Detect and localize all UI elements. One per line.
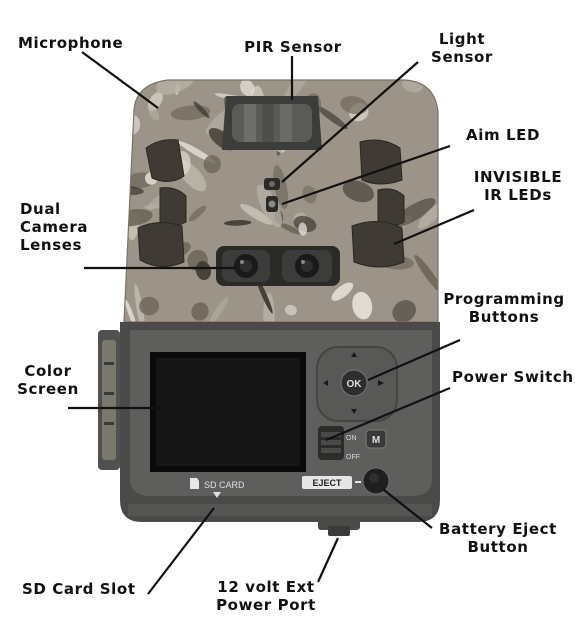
color-screen: [150, 352, 306, 472]
camo-pattern-blob: [273, 165, 289, 210]
down-triangle-icon: [213, 492, 221, 498]
sd-card-text: SD CARD: [204, 480, 245, 490]
down-arrow-icon[interactable]: [351, 409, 357, 414]
label-aim-led: Aim LED: [466, 126, 541, 144]
sd-card-label-area: SD CARD: [190, 478, 245, 498]
camo-pattern-blob: [195, 261, 212, 281]
leader-light-sensor: [281, 61, 419, 183]
leader-programming-buttons: [367, 338, 461, 382]
label-ext-power-port: 12 volt Ext Power Port: [216, 578, 316, 614]
eject-text: EJECT: [312, 478, 342, 488]
camo-pattern-blob: [148, 104, 159, 121]
dual-camera-lenses: [216, 246, 340, 286]
label-dual-camera-lenses: Dual Camera Lenses: [20, 200, 89, 254]
leader-power-switch: [325, 386, 451, 442]
camo-pattern-blob: [156, 80, 198, 95]
up-arrow-icon[interactable]: [351, 352, 357, 357]
camo-pattern-blob: [316, 106, 348, 130]
camo-pattern-blob: [417, 201, 438, 229]
power-off-label: OFF: [346, 454, 360, 461]
pir-sensor: [222, 96, 322, 150]
camo-pattern-blob: [392, 300, 416, 322]
camo-pattern-blob: [284, 304, 297, 316]
right-arrow-icon[interactable]: [378, 380, 384, 386]
camo-pattern-blob: [203, 155, 221, 174]
power-on-label: ON: [346, 435, 357, 442]
camo-pattern-blob: [124, 184, 144, 196]
leader-aim-led: [281, 144, 451, 206]
camo-pattern-blob: [125, 299, 137, 322]
ext-power-port: [318, 516, 360, 536]
camo-pattern-blob: [208, 297, 229, 322]
label-ir-leds: INVISIBLE IR LEDs: [473, 168, 563, 204]
ir-led-cluster-right: [351, 139, 405, 268]
camo-pattern-blob: [124, 208, 153, 227]
camo-pattern-blob: [279, 223, 302, 235]
camo-pattern-blob: [340, 96, 368, 115]
light-sensor: [264, 178, 280, 190]
sd-card-icon: [190, 478, 199, 489]
label-programming-buttons: Programming Buttons: [443, 290, 565, 326]
camo-pattern-blob: [188, 205, 207, 222]
programming-buttons[interactable]: OK: [316, 346, 398, 422]
camo-pattern-blob: [342, 180, 374, 203]
label-sd-card-slot: SD Card Slot: [22, 580, 136, 598]
leader-battery-eject: [383, 489, 433, 529]
label-microphone: Microphone: [18, 34, 124, 52]
camo-pattern-blob: [178, 141, 216, 164]
camo-pattern-blob: [191, 302, 209, 321]
camo-pattern-blob: [240, 203, 273, 225]
label-light-sensor: Light Sensor: [431, 30, 493, 66]
leader-sd-card-slot: [147, 507, 215, 595]
camo-pattern-blob: [352, 291, 373, 320]
menu-m-button[interactable]: M: [365, 429, 387, 449]
camo-pattern-blob: [224, 220, 252, 226]
camo-pattern-blob: [193, 101, 210, 119]
label-battery-eject-button: Battery Eject Button: [439, 520, 557, 556]
label-pir-sensor: PIR Sensor: [244, 38, 342, 56]
label-power-switch: Power Switch: [452, 368, 574, 386]
camo-pattern-blob: [331, 282, 354, 301]
ok-button-label: OK: [347, 379, 363, 390]
camo-pattern-blob: [255, 277, 273, 314]
leader-microphone: [81, 51, 159, 109]
eject-label: EJECT: [302, 476, 361, 489]
leader-ir-leds: [393, 208, 475, 246]
camo-pattern-blob: [240, 80, 255, 97]
label-color-screen: Color Screen: [17, 362, 79, 398]
side-clip-left: [98, 330, 120, 470]
aim-led: [266, 196, 278, 212]
left-arrow-icon[interactable]: [323, 380, 328, 386]
camo-pattern-blob: [414, 254, 438, 295]
camo-pattern-blob: [143, 204, 162, 209]
leader-ext-power: [316, 537, 340, 583]
ok-button[interactable]: [340, 369, 368, 397]
m-button-label: M: [372, 435, 380, 446]
ir-led-cluster-left: [137, 139, 187, 267]
battery-eject-button[interactable]: [362, 467, 390, 495]
leader-lines: [68, 51, 475, 595]
camo-pattern-blob: [298, 222, 308, 236]
camo-pattern-blob: [139, 296, 160, 316]
